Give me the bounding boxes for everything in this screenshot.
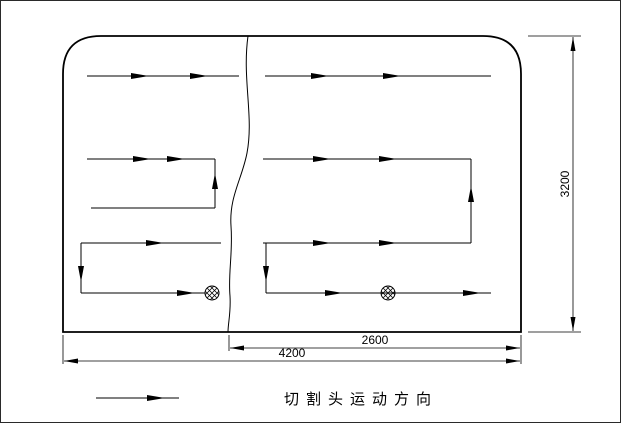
parting-line-wavy (227, 35, 250, 333)
legend-label: 切割头运动方向 (284, 391, 438, 408)
arrow-left-icon (230, 345, 244, 351)
arrow-right-icon (506, 345, 520, 351)
arrow-up-icon (468, 186, 474, 202)
dimension-outer-width: 4200 (64, 346, 520, 364)
dimension-extension-lines (528, 35, 581, 333)
start-point-right (380, 285, 396, 301)
arrow-left-icon (64, 358, 78, 364)
arrow-up-icon (570, 37, 576, 51)
arrow-down-icon (263, 266, 269, 282)
arrow-right-icon (506, 358, 520, 364)
start-point-left (204, 285, 220, 301)
arrow-down-icon (78, 266, 84, 282)
dim-outer-width-label: 4200 (279, 346, 306, 360)
arrow-right-icon (147, 395, 165, 401)
cutting-path-right-lines (263, 75, 491, 294)
legend: 切割头运动方向 (96, 391, 438, 408)
dimension-extension-lines (62, 335, 522, 364)
dimension-height: 3200 (528, 35, 581, 333)
dim-height-label: 3200 (558, 170, 572, 197)
arrow-up-icon (212, 173, 218, 189)
dimension-inner-width: 2600 (62, 333, 522, 364)
arrow-right-icon (131, 73, 208, 296)
arrow-right-icon (311, 73, 481, 296)
cutting-path-left (78, 73, 239, 301)
arrow-down-icon (570, 317, 576, 331)
plate-outline (62, 35, 522, 333)
dim-inner-width-label: 2600 (362, 333, 389, 347)
cutting-path-right (263, 73, 491, 301)
